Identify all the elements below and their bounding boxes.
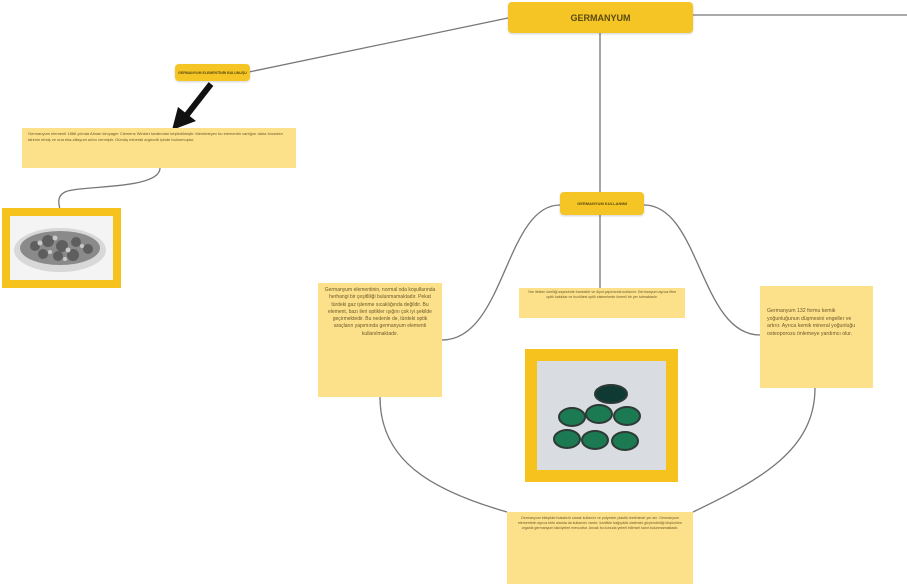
image-germanium-lenses[interactable]: [525, 349, 678, 482]
connector-right-to-bottom: [692, 387, 816, 513]
note-middle[interactable]: Yarı iletken özelliği sayesinde transist…: [519, 288, 685, 318]
note-left[interactable]: Germanyum elementinin, normal oda koşull…: [318, 283, 442, 397]
connector-root-left: [248, 17, 509, 73]
topic-node-kullanimi-label: GERMANYUM KULLANIMI: [577, 201, 627, 206]
note-bottom-text: Germanyum bileşikleri katalizör olarak k…: [517, 516, 682, 531]
connector-middle-to-right: [643, 204, 761, 336]
note-history[interactable]: Germanyum elementi 1886 yılında Alman ki…: [22, 128, 296, 168]
arrow-head: [172, 107, 196, 130]
connector-middle-to-left: [441, 204, 561, 341]
connector-note-to-image: [58, 167, 161, 211]
image-germanium-pieces[interactable]: [2, 208, 121, 288]
root-node-label: GERMANYUM: [570, 12, 631, 23]
note-right-text: Germanyum 132 formu kemik yoğunluğunun d…: [767, 308, 856, 337]
note-right[interactable]: Germanyum 132 formu kemik yoğunluğunun d…: [760, 286, 873, 388]
note-middle-text: Yarı iletken özelliği sayesinde transist…: [527, 290, 677, 300]
germanium-metal-pieces-photo: [10, 216, 113, 280]
note-bottom[interactable]: Germanyum bileşikleri katalizör olarak k…: [507, 512, 693, 584]
germanium-lenses-drawing: [553, 384, 641, 451]
topic-node-bulunusu-label: GERMANYUM ELEMENTİNİN BULUNUŞU: [178, 70, 247, 75]
topic-node-kullanimi[interactable]: GERMANYUM KULLANIMI: [560, 192, 644, 215]
germanium-pieces-drawing: [14, 228, 106, 272]
germanium-lenses-photo: [537, 361, 666, 470]
arrow-shaft: [183, 82, 214, 118]
note-history-text: Germanyum elementi 1886 yılında Alman ki…: [28, 131, 283, 142]
topic-node-bulunusu[interactable]: GERMANYUM ELEMENTİNİN BULUNUŞU: [175, 64, 250, 81]
note-left-text: Germanyum elementinin, normal oda koşull…: [324, 287, 436, 337]
root-node-germanyum[interactable]: GERMANYUM: [508, 2, 693, 33]
connector-left-to-bottom: [379, 396, 508, 513]
